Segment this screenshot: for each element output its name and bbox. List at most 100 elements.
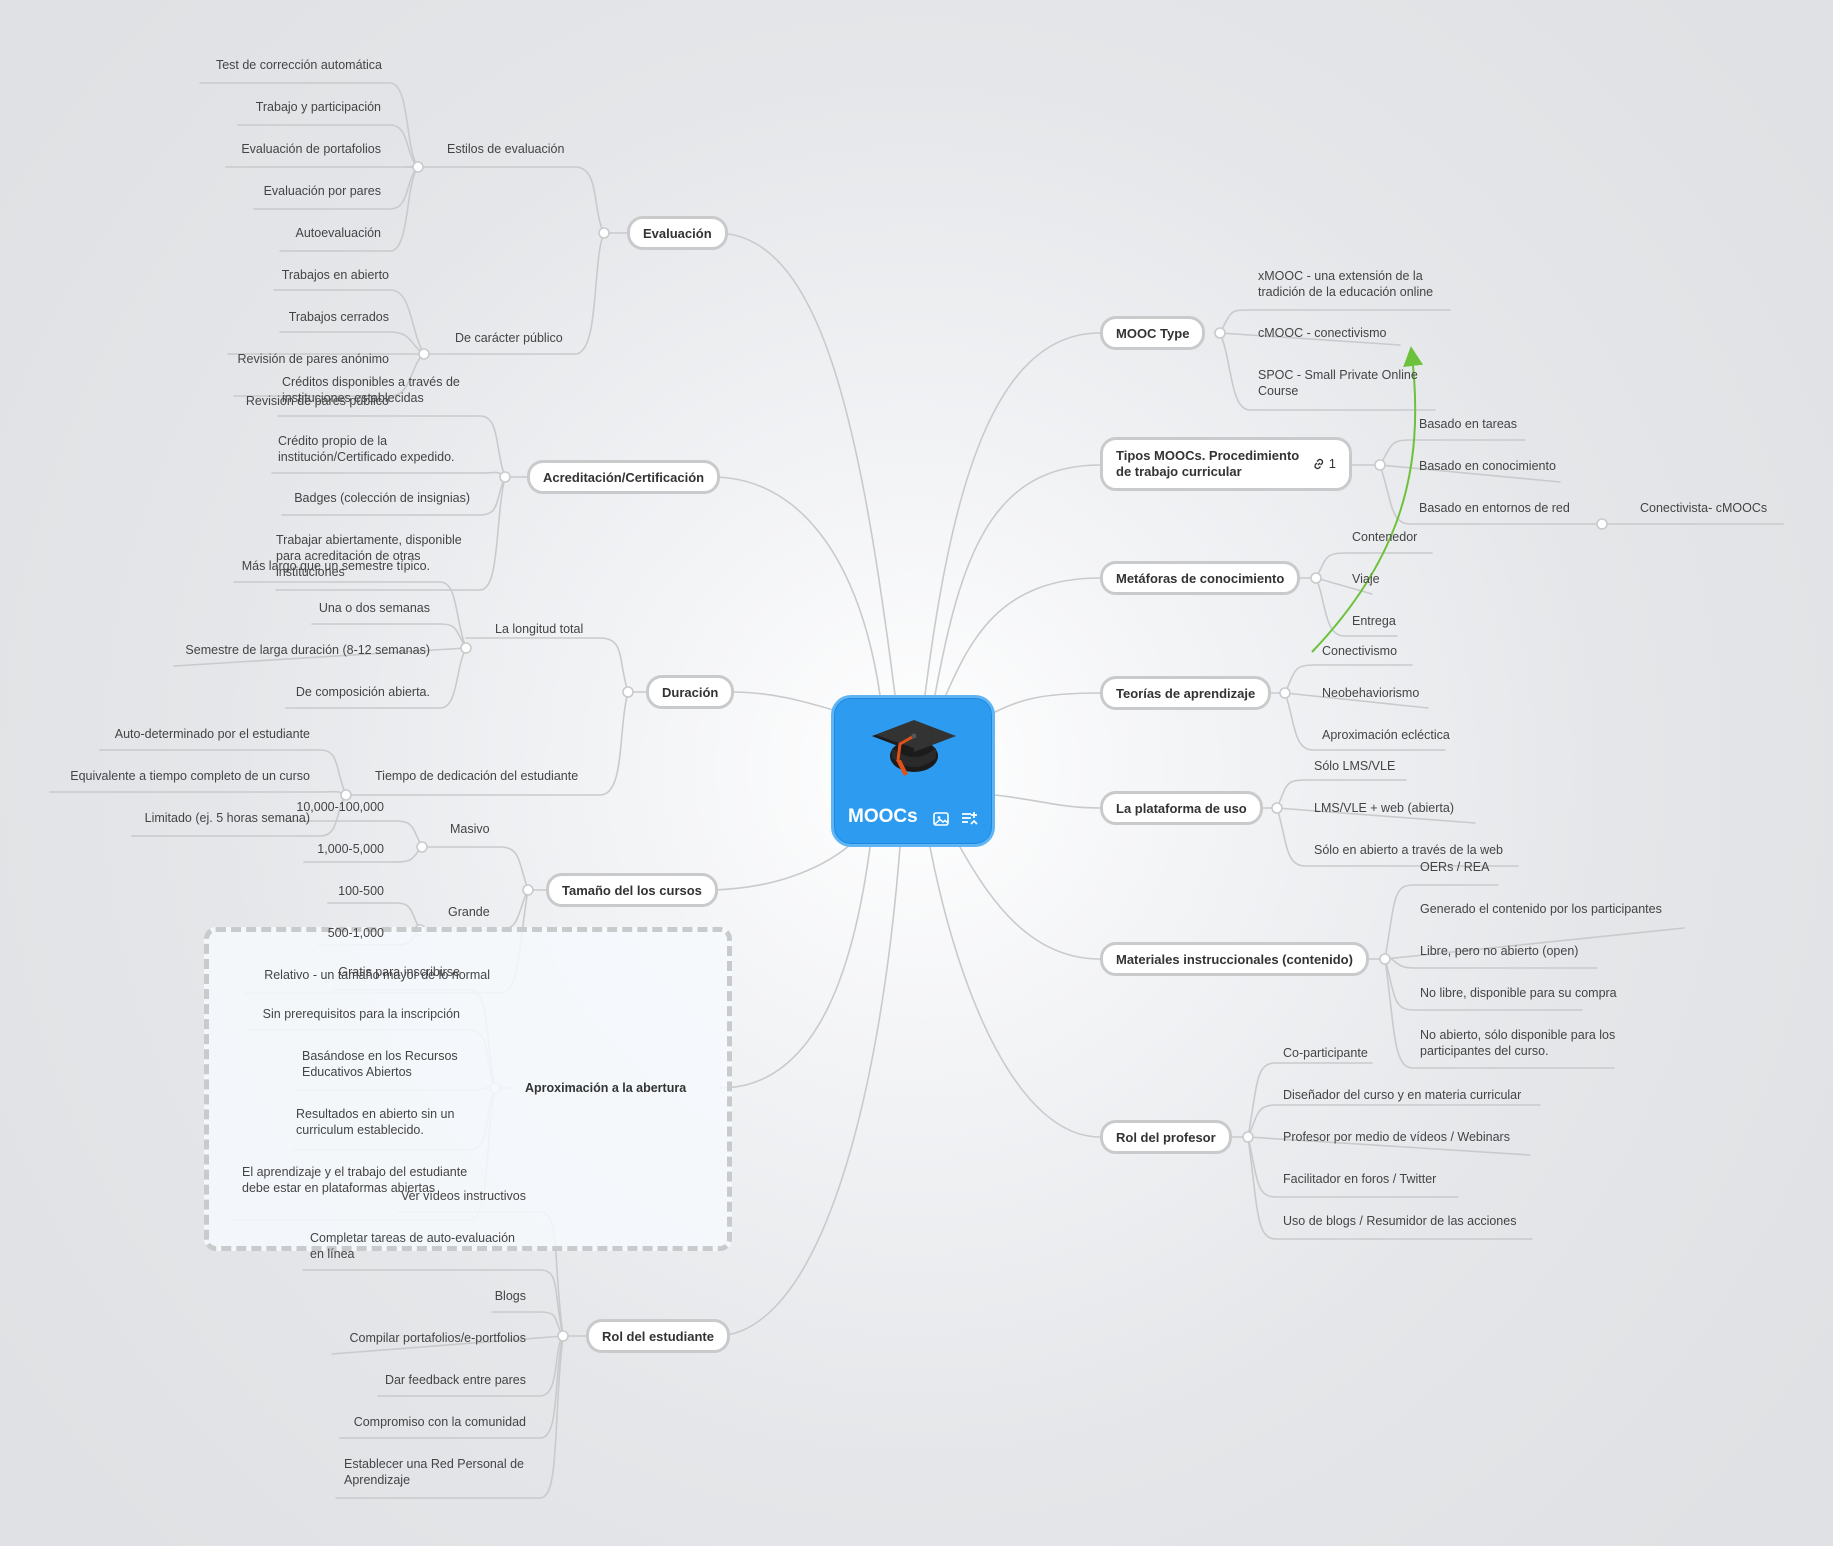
- leaf[interactable]: No libre, disponible para su compra: [1420, 986, 1617, 1000]
- branch-materiales: [959, 846, 1101, 960]
- subtopic-longitud[interactable]: La longitud total: [495, 622, 584, 636]
- subtopic-grande[interactable]: Grande: [448, 905, 490, 919]
- leaf[interactable]: Trabajar abiertamente, disponible para a…: [276, 533, 462, 579]
- subtopic-estilos[interactable]: Estilos de evaluación: [447, 142, 565, 156]
- notes-icon[interactable]: [960, 810, 978, 828]
- leaf[interactable]: Neobehaviorismo: [1322, 686, 1420, 700]
- leaf[interactable]: Una o dos semanas: [318, 601, 430, 615]
- leaf[interactable]: Viaje: [1352, 572, 1380, 586]
- leaf[interactable]: Basándose en los Recursos Educativos Abi…: [302, 1049, 458, 1079]
- leaf[interactable]: De composición abierta.: [295, 685, 430, 699]
- leaf[interactable]: Compromiso con la comunidad: [353, 1415, 526, 1429]
- leaf[interactable]: Establecer una Red Personal de Aprendiza…: [344, 1457, 524, 1487]
- leaf[interactable]: OERs / REA: [1420, 860, 1490, 874]
- branch-metaforas: [944, 577, 1101, 698]
- leaf[interactable]: xMOOC - una extensión de la tradición de…: [1258, 269, 1434, 299]
- leaf[interactable]: Compilar portafolios/e-portfolios: [349, 1331, 526, 1345]
- leaf[interactable]: Contenedor: [1352, 530, 1418, 544]
- leaf[interactable]: Sin prerequisitos para la inscripción: [262, 1007, 460, 1021]
- leaf[interactable]: SPOC - Small Private Online Course: [1258, 368, 1418, 398]
- subtopic-conectivista[interactable]: Conectivista- cMOOCs: [1640, 501, 1768, 515]
- relationship-arrow: [1311, 346, 1424, 653]
- link-badge[interactable]: 1: [1312, 456, 1336, 472]
- leaf[interactable]: LMS/VLE + web (abierta): [1314, 801, 1454, 815]
- leaf[interactable]: Facilitador en foros / Twitter: [1283, 1172, 1437, 1186]
- topic-apertura[interactable]: Aproximación a la abertura: [525, 1081, 687, 1095]
- leaf[interactable]: Más largo que un semestre típico.: [241, 559, 430, 573]
- branch-evaluacion: [715, 232, 896, 696]
- leaf[interactable]: No abierto, sólo disponible para los par…: [1420, 1028, 1616, 1058]
- leaf[interactable]: Uso de blogs / Resumidor de las acciones: [1283, 1214, 1517, 1228]
- leaf[interactable]: 500-1,000: [327, 926, 384, 940]
- topic-label: Duración: [662, 684, 719, 700]
- topic-tipos[interactable]: Tipos MOOCs. Procedimiento de trabajo cu…: [1100, 437, 1352, 491]
- topic-metaforas[interactable]: Metáforas de conocimiento: [1100, 561, 1301, 595]
- leaf[interactable]: Dar feedback entre pares: [384, 1373, 526, 1387]
- leaf[interactable]: Semestre de larga duración (8-12 semanas…: [185, 643, 430, 657]
- topic-rol-profesor[interactable]: Rol del profesor: [1100, 1120, 1232, 1154]
- boundary-box[interactable]: [204, 927, 732, 1251]
- leaf[interactable]: Equivalente a tiempo completo de un curs…: [70, 769, 310, 783]
- leaf[interactable]: Basado en tareas: [1419, 417, 1517, 431]
- leaf[interactable]: Evaluación de portafolios: [241, 142, 381, 156]
- leaf[interactable]: Test de corrección automática: [215, 58, 382, 72]
- leaf[interactable]: Basado en entornos de red: [1419, 501, 1570, 515]
- topic-label: Evaluación: [643, 225, 712, 241]
- leaf[interactable]: Autoevaluación: [295, 226, 381, 240]
- leaf[interactable]: Profesor por medio de vídeos / Webinars: [1283, 1130, 1510, 1144]
- leaf[interactable]: Relativo - un tamaño mayor de lo normal: [264, 968, 490, 982]
- link-count: 1: [1328, 456, 1336, 471]
- leaf[interactable]: Basado en conocimiento: [1419, 459, 1556, 473]
- leaf[interactable]: Gratis para inscribirse: [338, 965, 460, 979]
- leaf[interactable]: Entrega: [1352, 614, 1396, 628]
- leaf[interactable]: Resultados en abierto sin un curriculum …: [296, 1107, 455, 1137]
- leaf[interactable]: Revisión de pares público: [245, 394, 389, 408]
- leaf[interactable]: Aproximación ecléctica: [1322, 728, 1450, 742]
- topic-materiales[interactable]: Materiales instruccionales (contenido): [1100, 942, 1369, 976]
- topic-duracion[interactable]: Duración: [646, 675, 735, 709]
- leaf[interactable]: Sólo en abierto a través de la web: [1314, 843, 1504, 857]
- leaf[interactable]: Revisión de pares anónimo: [237, 352, 389, 366]
- leaf[interactable]: Auto-determinado por el estudiante: [114, 727, 310, 741]
- leaf[interactable]: Co-participante: [1283, 1046, 1368, 1060]
- leaf[interactable]: 1,000-5,000: [317, 842, 384, 856]
- leaf[interactable]: cMOOC - conectivismo: [1258, 326, 1387, 340]
- leaf[interactable]: Sólo LMS/VLE: [1314, 759, 1396, 773]
- leaf[interactable]: Completar tareas de auto-evaluación en l…: [310, 1231, 515, 1261]
- leaf[interactable]: 100-500: [338, 884, 384, 898]
- subtopic-caracter[interactable]: De carácter público: [455, 331, 563, 345]
- image-icon[interactable]: [932, 810, 950, 828]
- subtopic-masivo[interactable]: Masivo: [450, 822, 490, 836]
- leaf[interactable]: Conectivismo: [1322, 644, 1398, 658]
- leaf[interactable]: Limitado (ej. 5 horas semana): [144, 811, 310, 825]
- topic-plataforma[interactable]: La plataforma de uso: [1100, 791, 1263, 825]
- leaf[interactable]: Trabajos cerrados: [288, 310, 389, 324]
- topic-label: Rol del profesor: [1116, 1129, 1216, 1145]
- topic-rol-estudiante[interactable]: Rol del estudiante: [586, 1319, 730, 1353]
- topic-tamano[interactable]: Tamaño del los cursos: [546, 873, 718, 907]
- leaf[interactable]: Evaluación por pares: [263, 184, 381, 198]
- leaf[interactable]: El aprendizaje y el trabajo del estudian…: [242, 1165, 468, 1195]
- branch-acreditacion: [711, 476, 881, 696]
- leaf[interactable]: Créditos disponibles a través de institu…: [282, 375, 460, 405]
- leaf[interactable]: Badges (colección de insignias): [294, 491, 470, 505]
- leaf[interactable]: Ver vídeos instructivos: [400, 1189, 526, 1203]
- leaf[interactable]: 10,000-100,000: [296, 800, 384, 814]
- leaf[interactable]: Libre, pero no abierto (open): [1420, 944, 1579, 958]
- leaf[interactable]: Trabajo y participación: [255, 100, 381, 114]
- leaf[interactable]: Diseñador del curso y en materia curricu…: [1283, 1088, 1522, 1102]
- central-topic-title: MOOCs: [848, 806, 918, 827]
- subtopic-tiempo[interactable]: Tiempo de dedicación del estudiante: [375, 769, 579, 783]
- topic-teorias[interactable]: Teorías de aprendizaje: [1100, 676, 1272, 710]
- leaf[interactable]: Blogs: [494, 1289, 526, 1303]
- branch-duracion: [730, 691, 841, 713]
- topic-evaluacion[interactable]: Evaluación: [627, 216, 728, 250]
- leaf[interactable]: Crédito propio de la institución/Certifi…: [278, 434, 455, 464]
- leaf[interactable]: Trabajos en abierto: [281, 268, 389, 282]
- topic-label: Teorías de aprendizaje: [1116, 685, 1256, 701]
- branch-teorias: [994, 692, 1101, 713]
- leaf[interactable]: Generado el contenido por los participan…: [1420, 902, 1662, 916]
- topic-mooc-type[interactable]: MOOC Type: [1100, 316, 1206, 350]
- topic-acreditacion[interactable]: Acreditación/Certificación: [527, 460, 721, 494]
- central-topic[interactable]: MOOCs: [831, 695, 995, 847]
